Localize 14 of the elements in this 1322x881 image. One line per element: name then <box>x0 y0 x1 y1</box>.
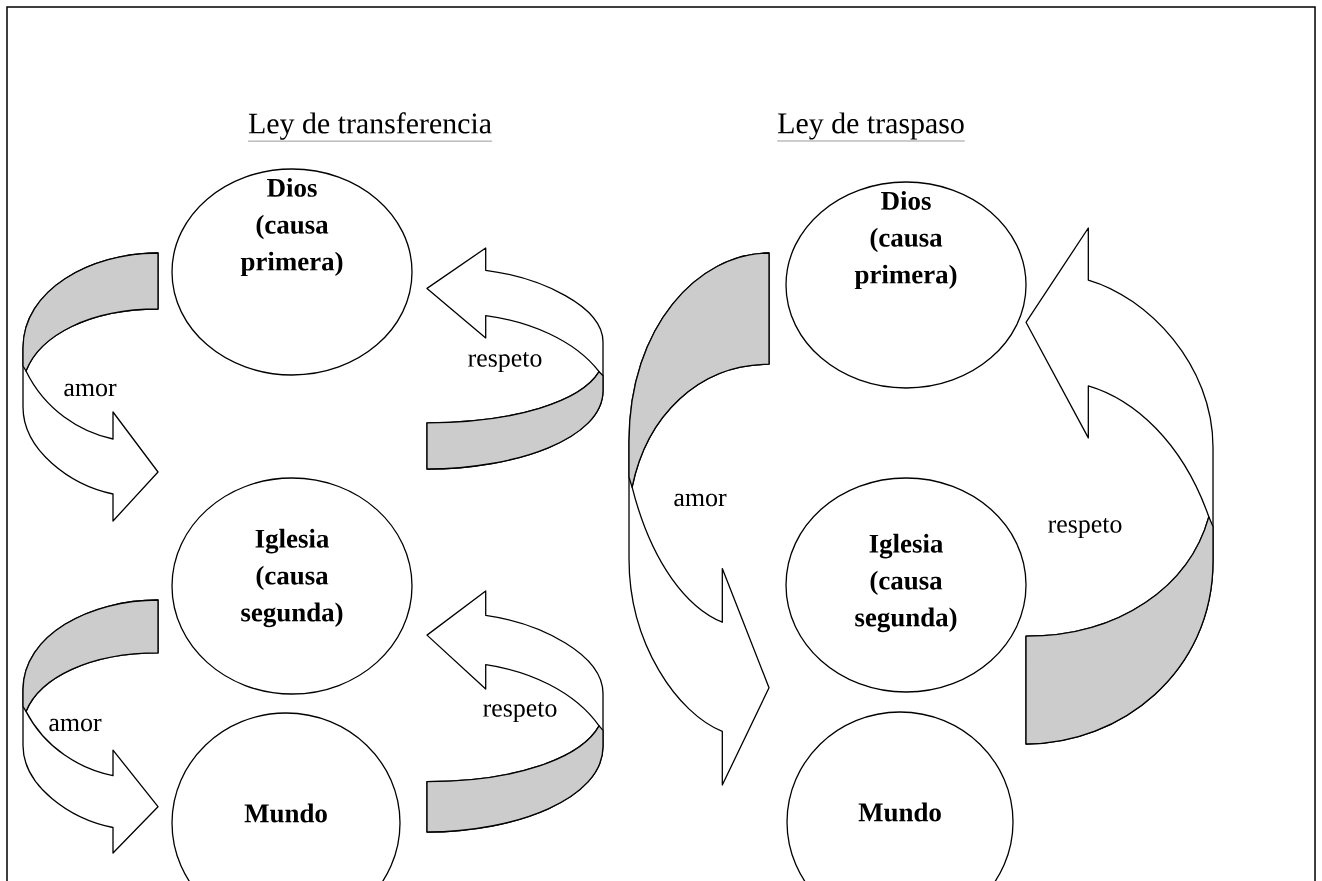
heading: Ley de transferencia <box>247 112 493 142</box>
curved-arrow <box>22 252 159 522</box>
edge-label: amor <box>674 493 727 507</box>
edge-label: respeto <box>483 701 557 723</box>
curved-arrow <box>426 247 604 470</box>
curved-arrow <box>1025 227 1214 745</box>
curved-arrow <box>22 599 159 854</box>
edge-label: amor <box>64 383 117 397</box>
curved-arrow <box>628 252 770 786</box>
edge-label: respeto <box>468 351 542 373</box>
edge-label: respeto <box>1048 517 1122 539</box>
curved-arrow <box>426 590 604 833</box>
heading: Ley de traspaso <box>777 112 965 142</box>
edge-label: amor <box>49 718 102 732</box>
